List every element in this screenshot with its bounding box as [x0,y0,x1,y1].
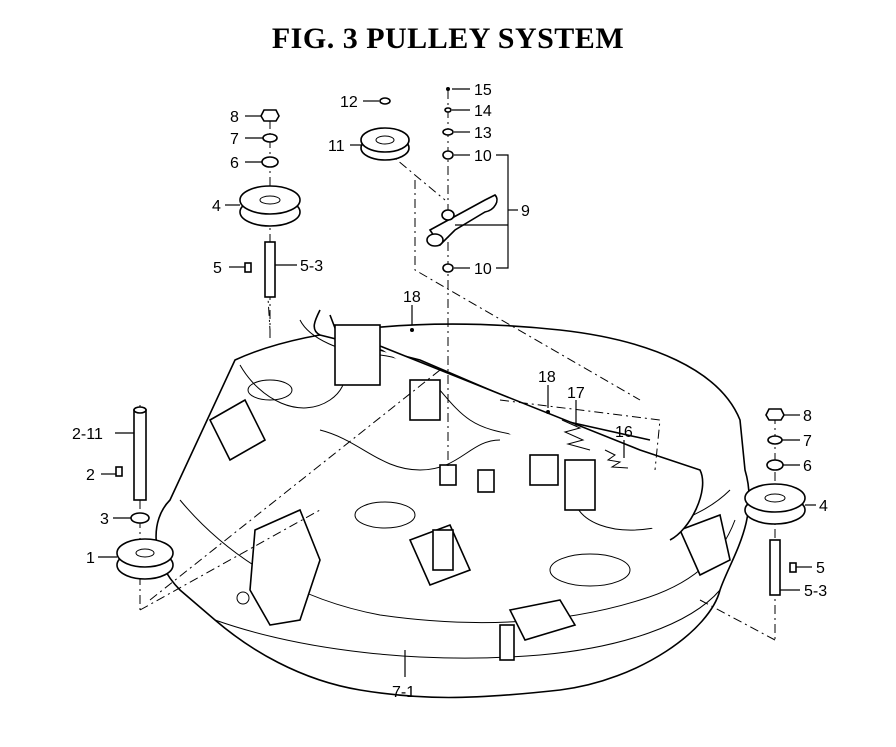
callout-6-left: 6 [230,155,239,172]
callout-4-left: 4 [212,198,221,215]
callout-7-1: 7-1 [392,684,415,701]
callout-6-right: 6 [803,458,812,475]
callout-18-lower: 18 [538,369,556,386]
callout-2: 2 [86,467,95,484]
callout-14: 14 [474,103,492,120]
callout-18-upper: 18 [403,289,421,306]
callout-7-left: 7 [230,131,239,148]
callout-1: 1 [86,550,95,567]
callout-3: 3 [100,511,109,528]
callout-11: 11 [328,138,345,155]
callout-7-right: 7 [803,433,812,450]
callout-labels: 15 14 13 12 11 10 10 9 8 7 6 4 5 5-3 18 … [72,82,828,701]
figure-title: FIG. 3 PULLEY SYSTEM [271,22,625,55]
callout-12: 12 [340,94,358,111]
left-spindle-stack [239,109,301,298]
callout-10-upper: 10 [474,148,492,165]
leader-lines [98,88,816,677]
callout-8-left: 8 [230,109,239,126]
callout-13: 13 [474,125,492,142]
springs [410,328,629,469]
callout-8-right: 8 [803,408,812,425]
callout-5-3-left: 5-3 [300,258,323,275]
callout-9: 9 [521,203,530,220]
assembly-lines [139,90,776,641]
callout-5-3-right: 5-3 [804,583,827,600]
callout-5-right: 5 [816,560,825,577]
right-spindle-stack [744,408,806,596]
callout-17: 17 [567,385,585,402]
callout-10-lower: 10 [474,261,492,278]
callout-16: 16 [615,424,633,441]
callout-5-left: 5 [213,260,222,277]
callout-4-right: 4 [819,498,828,515]
mower-deck [155,309,750,699]
idler-pulley [360,97,410,161]
idler-arm [426,87,498,273]
lower-left-spindle-stack [115,406,174,580]
callout-15: 15 [474,82,492,99]
callout-2-11: 2-11 [72,426,103,443]
